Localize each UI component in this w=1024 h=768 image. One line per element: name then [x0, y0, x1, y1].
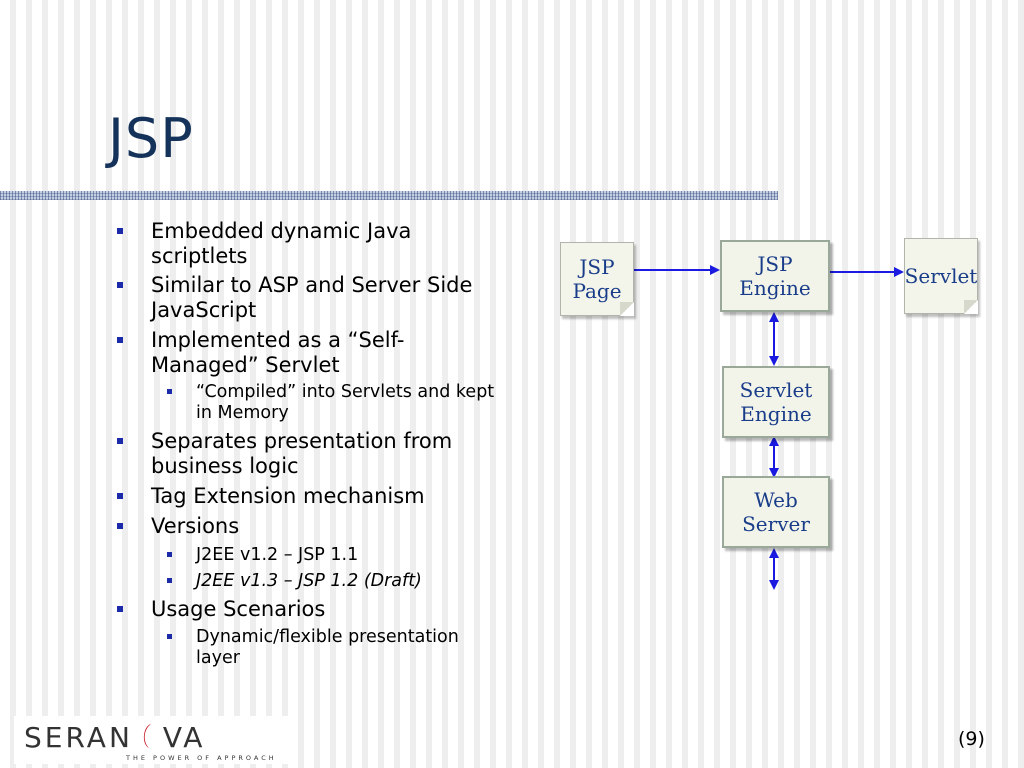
bullet-marker [117, 282, 123, 288]
bullet-text: Managed” Servlet [151, 353, 340, 377]
bullet-text: Separates presentation from [151, 429, 453, 453]
bullet-text: J2EE v1.3 – JSP 1.2 (Draft) [196, 571, 422, 591]
bullet-item: Versions [117, 514, 240, 539]
sub-bullet-item: “Compiled” into Servlets and kept in Mem… [167, 382, 495, 424]
slide-title: JSP [108, 107, 194, 170]
bullet-text: Usage Scenarios [151, 597, 326, 621]
bullet-text: Dynamic/flexible presentation [196, 627, 459, 647]
servlet-engine-box: Servlet Engine [722, 366, 830, 438]
jsp-engine-label: JSP [757, 252, 793, 276]
bullet-marker [117, 606, 123, 612]
bullet-item: Tag Extension mechanism [117, 484, 425, 509]
bullet-item: Implemented as a “Self- Managed” Servlet [117, 328, 405, 378]
logo-tagline: THE POWER OF APPROACH [126, 754, 277, 762]
bullet-text: in Memory [196, 403, 289, 423]
bullet-list: Embedded dynamic Java scriptlets Similar… [0, 0, 560, 700]
bullet-text: Similar to ASP and Server Side [151, 273, 473, 297]
bullet-text: business logic [151, 454, 299, 478]
seranova-logo: SERAN VA THE POWER OF APPROACH [14, 716, 292, 764]
jsp-architecture-diagram: JSP Page JSP Engine Servlet Servlet Engi… [548, 232, 988, 602]
bullet-item: Similar to ASP and Server Side JavaScrip… [117, 273, 473, 323]
bullet-item: Embedded dynamic Java scriptlets [117, 219, 412, 269]
jsp-engine-box: JSP Engine [720, 240, 830, 312]
bullet-marker [117, 523, 123, 529]
bullet-text: JavaScript [151, 298, 257, 322]
sub-bullet-item: J2EE v1.3 – JSP 1.2 (Draft) [167, 571, 422, 592]
bullet-marker [167, 578, 172, 583]
servlet-engine-label: Servlet [739, 378, 813, 402]
bullet-text: scriptlets [151, 244, 248, 268]
bullet-marker [167, 389, 172, 394]
servlet-doc: Servlet [904, 238, 978, 314]
bullet-marker [167, 634, 172, 639]
logo-crescent-icon [143, 724, 151, 748]
bullet-item: Usage Scenarios [117, 597, 326, 622]
title-divider [0, 191, 778, 200]
bullet-text: Versions [151, 514, 240, 538]
sub-bullet-item: J2EE v1.2 – JSP 1.1 [167, 545, 359, 566]
jsp-page-doc: JSP Page [560, 242, 634, 316]
logo-wordmark: SERAN VA [24, 721, 205, 754]
bullet-text: Embedded dynamic Java [151, 219, 412, 243]
bullet-marker [117, 337, 123, 343]
page-number: (9) [958, 728, 985, 750]
web-server-label: Web [754, 488, 798, 512]
bullet-marker [117, 438, 123, 444]
bullet-marker [117, 228, 123, 234]
bullet-text: Implemented as a “Self- [151, 328, 405, 352]
bullet-text: Tag Extension mechanism [151, 484, 425, 508]
bullet-marker [117, 493, 123, 499]
sub-bullet-item: Dynamic/flexible presentation layer [167, 627, 459, 669]
jsp-engine-label: Engine [739, 276, 811, 300]
jsp-page-label: JSP [579, 255, 615, 279]
servlet-label: Servlet [904, 264, 978, 288]
web-server-label: Server [742, 512, 810, 536]
logo-name-right: VA [162, 721, 206, 754]
web-server-box: Web Server [722, 476, 830, 548]
diagram-arrows [634, 265, 904, 590]
jsp-page-label: Page [572, 279, 622, 303]
servlet-engine-label: Engine [740, 402, 812, 426]
bullet-marker [167, 552, 172, 557]
bullet-item: Separates presentation from business log… [117, 429, 453, 479]
logo-name-left: SERAN [24, 721, 133, 754]
bullet-text: J2EE v1.2 – JSP 1.1 [196, 545, 359, 565]
bullet-text: “Compiled” into Servlets and kept [196, 382, 495, 402]
bullet-text: layer [196, 648, 240, 668]
